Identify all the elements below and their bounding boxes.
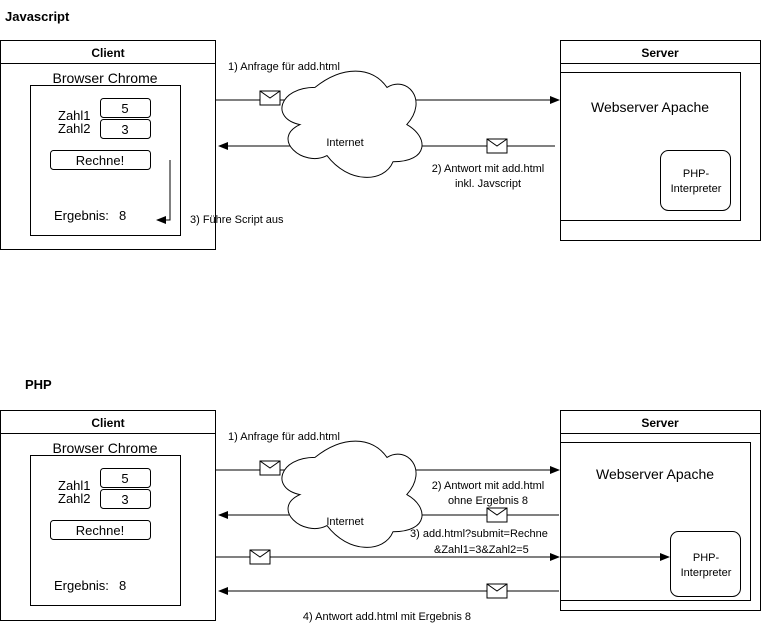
js-client-header: Client xyxy=(91,46,124,60)
php-step3-line1: 3) add.html?submit=Rechne xyxy=(410,528,548,540)
js-php-line2: Interpreter xyxy=(671,183,722,195)
js-step2-line1: 2) Antwort mit add.html xyxy=(432,163,545,175)
php-rechne-button-label: Rechne! xyxy=(76,523,124,538)
php-internet-cloud xyxy=(281,440,423,548)
php-webserver-label: Webserver Apache xyxy=(596,466,714,482)
php-final-envelope-icon xyxy=(486,583,508,599)
js-zahl1-input[interactable] xyxy=(100,98,151,118)
js-zahl2-value: 3 xyxy=(121,122,128,137)
php-step1-label: 1) Anfrage für add.html xyxy=(228,431,340,443)
js-step2-line2: inkl. Javscript xyxy=(455,178,521,190)
js-request-envelope-icon xyxy=(259,90,281,106)
php-zahl2-input[interactable] xyxy=(100,489,151,509)
php-php-line2: Interpreter xyxy=(681,567,732,579)
js-result-label: Ergebnis: xyxy=(54,208,109,223)
php-php-line1: PHP- xyxy=(693,552,720,564)
js-server-box: Server Webserver Apache PHP- Interpreter xyxy=(560,40,761,241)
php-step3-line2: &Zahl1=3&Zahl2=5 xyxy=(434,544,529,556)
php-php-interpreter-box xyxy=(670,531,741,597)
javascript-section: Javascript Client Browser Chrome Zahl1 Z… xyxy=(0,9,761,250)
php-step2-line1: 2) Antwort mit add.html xyxy=(432,480,545,492)
js-webserver-label: Webserver Apache xyxy=(591,99,709,115)
js-server-header: Server xyxy=(641,46,679,60)
js-zahl2-input[interactable] xyxy=(100,119,151,139)
js-client-box: Client Browser Chrome Zahl1 Zahl2 5 3 Re… xyxy=(0,40,216,250)
php-zahl2-value: 3 xyxy=(121,492,128,507)
js-script-arrow xyxy=(156,160,171,224)
php-server-box: Server Webserver Apache PHP- Interpreter xyxy=(560,410,761,611)
section-title-javascript: Javascript xyxy=(5,9,70,24)
php-step4-label: 4) Antwort add.html mit Ergebnis 8 xyxy=(303,611,471,623)
php-submit-envelope-icon xyxy=(249,549,271,565)
js-zahl1-value: 5 xyxy=(121,101,128,116)
js-internet-label: Internet xyxy=(326,137,363,149)
php-server-header: Server xyxy=(641,416,679,430)
php-step2-line2: ohne Ergebnis 8 xyxy=(448,495,528,507)
php-result-label: Ergebnis: xyxy=(54,578,109,593)
php-response-envelope-icon xyxy=(486,507,508,523)
js-zahl1-label: Zahl1 xyxy=(58,108,91,123)
js-browser-title: Browser Chrome xyxy=(52,70,157,86)
php-client-box: Client Browser Chrome Zahl1 Zahl2 5 3 Re… xyxy=(0,410,216,621)
php-internet-label: Internet xyxy=(326,516,363,528)
php-zahl1-label: Zahl1 xyxy=(58,478,91,493)
js-result-value: 8 xyxy=(119,208,126,223)
php-section: PHP Client Browser Chrome Zahl1 Zahl2 5 … xyxy=(0,377,761,623)
php-result-value: 8 xyxy=(119,578,126,593)
js-rechne-button-label: Rechne! xyxy=(76,153,124,168)
js-rechne-button[interactable] xyxy=(50,150,151,170)
php-zahl1-input[interactable] xyxy=(100,468,151,488)
js-response-envelope-icon xyxy=(486,138,508,154)
js-php-line1: PHP- xyxy=(683,168,710,180)
php-client-header: Client xyxy=(91,416,124,430)
php-request-envelope-icon xyxy=(259,460,281,476)
php-zahl2-label: Zahl2 xyxy=(58,491,91,506)
js-php-interpreter-box xyxy=(660,150,731,211)
js-step3-label: 3) Führe Script aus xyxy=(190,214,284,226)
section-title-php: PHP xyxy=(25,377,52,392)
php-rechne-button[interactable] xyxy=(50,520,151,540)
js-step1-label: 1) Anfrage für add.html xyxy=(228,61,340,73)
js-internet-cloud xyxy=(281,70,423,178)
php-browser-title: Browser Chrome xyxy=(52,440,157,456)
php-zahl1-value: 5 xyxy=(121,471,128,486)
js-zahl2-label: Zahl2 xyxy=(58,121,91,136)
